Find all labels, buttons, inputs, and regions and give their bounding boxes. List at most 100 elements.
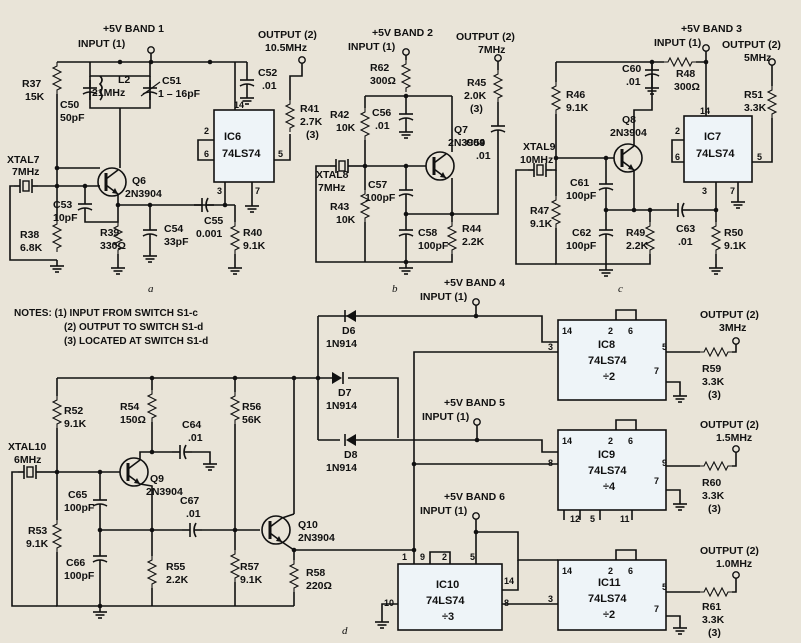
- c61-value: 100pF: [566, 190, 597, 202]
- band6-freq: 1.0MHz: [716, 558, 752, 570]
- note-1: NOTES: (1) INPUT FROM SWITCH S1-c: [14, 308, 198, 319]
- ic11-name: IC11: [598, 577, 621, 589]
- r37-label: R37: [22, 78, 41, 90]
- r55-value: 2.2K: [166, 574, 189, 586]
- xtal7-label: XTAL7: [7, 154, 40, 166]
- r61-label: R61: [702, 601, 721, 613]
- r58-label: R58: [306, 567, 325, 579]
- c60-label: C60: [622, 63, 641, 75]
- ic6-pin7: 7: [255, 186, 260, 196]
- c67-label: C67: [180, 495, 199, 507]
- q8-value: 2N3904: [610, 127, 647, 139]
- r56-label: R56: [242, 401, 261, 413]
- ic9-name: IC9: [598, 449, 615, 461]
- r46-label: R46: [566, 89, 585, 101]
- ic6-pin2: 2: [204, 126, 209, 136]
- c50-label: C50: [60, 99, 79, 111]
- r62-value: 300Ω: [370, 75, 396, 87]
- ic7-pin7: 7: [730, 186, 735, 196]
- c55-label: C55: [204, 215, 223, 227]
- ic6-pin14: 14: [234, 100, 244, 110]
- ic10-chip: [397, 563, 503, 631]
- ic9-pin12: 12: [570, 514, 580, 524]
- c53-value: 10pF: [53, 212, 78, 224]
- q10-label: Q10: [298, 519, 318, 531]
- ic6-pin6: 6: [204, 149, 209, 159]
- c67-value: .01: [186, 508, 201, 520]
- ic11-pin6: 6: [628, 566, 633, 576]
- c60-value: .01: [626, 76, 641, 88]
- r43-label: R43: [330, 201, 349, 213]
- r61-note: (3): [708, 627, 721, 639]
- r49-label: R49: [626, 227, 645, 239]
- q7-value: 2N3904: [448, 137, 485, 149]
- ic9-pin6: 6: [628, 436, 633, 446]
- ic10-pin8: 8: [504, 598, 509, 608]
- xtal9-label: XTAL9: [523, 141, 556, 153]
- r37-value: 15K: [25, 91, 45, 103]
- r55-label: R55: [166, 561, 185, 573]
- ic8-pin14: 14: [562, 326, 572, 336]
- ic10-pin1: 1: [402, 552, 407, 562]
- band1-freq: 10.5MHz: [265, 42, 307, 54]
- d8-value: 1N914: [326, 462, 357, 474]
- r44-label: R44: [462, 223, 481, 235]
- band2-supply: +5V BAND 2: [372, 27, 433, 39]
- c64-value: .01: [188, 432, 203, 444]
- r50-label: R50: [724, 227, 743, 239]
- section-c-label: c: [618, 283, 623, 295]
- c57-value: 100pF: [365, 192, 396, 204]
- r45-value: 2.0K: [464, 90, 487, 102]
- c64-label: C64: [182, 419, 201, 431]
- c58-label: C58: [418, 227, 437, 239]
- r48-value: 300Ω: [674, 81, 700, 93]
- r56-value: 56K: [242, 414, 262, 426]
- ic8-chip: [557, 319, 667, 401]
- band3-supply: +5V BAND 3: [681, 23, 742, 35]
- ic8-divider: ÷2: [603, 371, 615, 383]
- c52-label: C52: [258, 67, 277, 79]
- ic9-pin8: 8: [548, 458, 553, 468]
- ic11-divider: ÷2: [603, 609, 615, 621]
- q9-value: 2N3904: [146, 486, 183, 498]
- circuit-c: +5V BAND 3 INPUT (1) OUTPUT (2) 5MHz R48…: [515, 23, 781, 295]
- ic11-pin5: 5: [662, 582, 667, 592]
- band6-output: OUTPUT (2): [700, 545, 759, 557]
- ic8-pin2: 2: [608, 326, 613, 336]
- ic10-pin10: 10: [384, 598, 394, 608]
- ic8-name: IC8: [598, 339, 615, 351]
- c62-label: C62: [572, 227, 591, 239]
- band5-input: INPUT (1): [422, 411, 469, 423]
- r49-value: 2.2K: [626, 240, 649, 252]
- r51-value: 3.3K: [744, 102, 767, 114]
- ic6-pin5: 5: [278, 149, 283, 159]
- ic9-chip: [557, 429, 667, 511]
- c65-label: C65: [68, 489, 87, 501]
- c52-value: .01: [262, 80, 277, 92]
- notes-block: NOTES: (1) INPUT FROM SWITCH S1-c (2) OU…: [14, 308, 208, 347]
- q10-value: 2N3904: [298, 532, 335, 544]
- section-b-label: b: [392, 283, 398, 295]
- r44-value: 2.2K: [462, 236, 485, 248]
- ic11-pin7: 7: [654, 604, 659, 614]
- r45-label: R45: [467, 77, 486, 89]
- ic8-pin7: 7: [654, 366, 659, 376]
- band4-freq: 3MHz: [719, 322, 746, 334]
- r61-value: 3.3K: [702, 614, 725, 626]
- circuit-a: +5V BAND 1 INPUT (1) OUTPUT (2) 10.5MHz …: [7, 23, 323, 295]
- r59-value: 3.3K: [702, 376, 725, 388]
- q7-label: Q7: [454, 124, 468, 136]
- ic7-pin6: 6: [675, 152, 680, 162]
- xtal9-value: 10MHz: [520, 154, 553, 166]
- ic6-type: 74LS74: [222, 148, 261, 160]
- r41-value: 2.7K: [300, 116, 323, 128]
- r40-label: R40: [243, 227, 262, 239]
- band3-freq: 5MHz: [744, 52, 771, 64]
- ic9-type: 74LS74: [588, 465, 627, 477]
- q9-label: Q9: [150, 473, 164, 485]
- r40-value: 9.1K: [243, 240, 266, 252]
- circuit-b: +5V BAND 2 INPUT (1) OUTPUT (2) 7MHz R62…: [315, 27, 515, 295]
- ic9-pin7: 7: [654, 476, 659, 486]
- l2-label: L2: [118, 74, 130, 86]
- band5-supply: +5V BAND 5: [444, 397, 505, 409]
